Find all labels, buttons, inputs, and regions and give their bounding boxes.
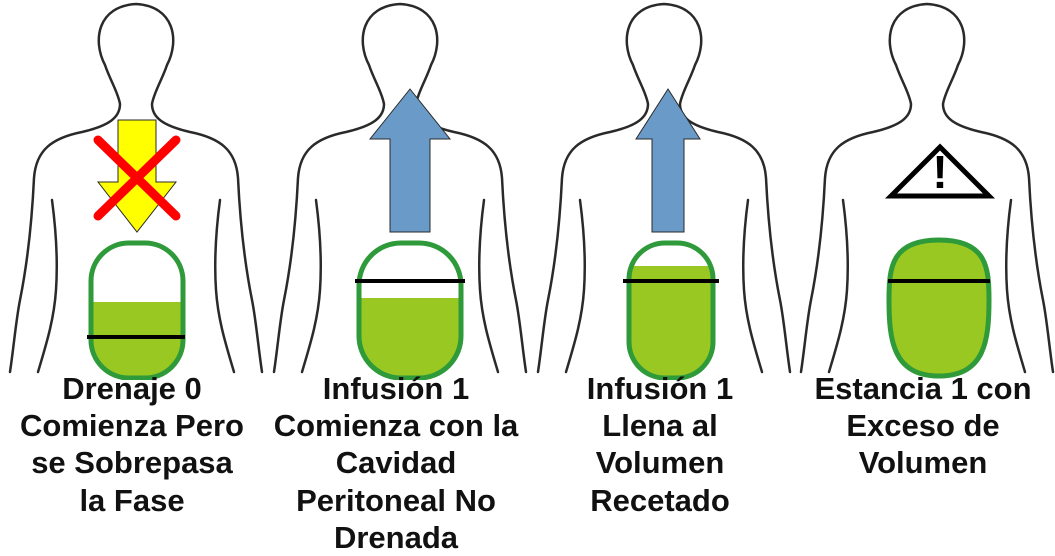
caption-line: Peritoneal No <box>296 482 496 518</box>
fluid-fill <box>886 237 992 379</box>
caption-line: Comienza Pero <box>20 408 244 444</box>
caption-fill-1-start: Infusión 1 Comienza con la Cavidad Perit… <box>264 370 528 556</box>
caption-line: Drenaje 0 <box>62 371 202 406</box>
caption-line: Infusión 1 <box>322 371 470 406</box>
caption-line: Drenada <box>333 519 459 555</box>
fluid-fill <box>631 266 711 376</box>
body-outline <box>8 2 264 374</box>
caption-line: Llena al <box>602 408 718 444</box>
peritoneal-container <box>623 240 719 380</box>
container-outline <box>626 240 716 380</box>
caption-line: Exceso de <box>846 408 1000 444</box>
warning-triangle-icon: ! <box>884 143 996 199</box>
caption-line: Volumen <box>858 445 988 481</box>
warning-exclamation: ! <box>932 146 947 198</box>
figure-fill-1-full <box>536 2 792 380</box>
up-arrow-icon <box>368 88 452 233</box>
fluid-fill <box>361 298 459 376</box>
panel-fill-1-start: Infusión 1 Comienza con la Cavidad Perit… <box>264 0 528 555</box>
body-outline <box>536 2 792 374</box>
panel-fill-1-full: Infusión 1 Llena al Volumen Recetado <box>528 0 792 552</box>
peritoneal-container <box>87 240 186 380</box>
figure-drain-0 <box>8 2 264 380</box>
warning-triangle <box>884 143 996 199</box>
caption-line: Comienza con la <box>273 408 519 444</box>
figure-dwell-1-overfill: ! <box>799 2 1055 379</box>
caption-drain-0: Drenaje 0 Comienza Pero se Sobrepasa la … <box>0 370 264 519</box>
body-outline <box>799 2 1055 374</box>
down-arrow-crossed-icon <box>93 119 181 233</box>
caption-line: Infusión 1 <box>586 371 734 406</box>
caption-line: Estancia 1 con <box>814 371 1032 406</box>
caption-line: la Fase <box>79 482 185 518</box>
panel-drain-0: Drenaje 0 Comienza Pero se Sobrepasa la … <box>0 0 264 552</box>
caption-line: Volumen <box>595 445 725 481</box>
peritoneal-container <box>886 237 992 379</box>
figure-fill-1-start <box>272 2 528 380</box>
container-outline <box>356 240 464 380</box>
panel-dwell-1-overfill: ! Estancia 1 con Exceso de Volumen <box>791 0 1055 552</box>
peritoneal-container <box>355 240 465 380</box>
container-outline <box>88 240 186 380</box>
caption-fill-1-full: Infusión 1 Llena al Volumen Recetado <box>528 370 792 519</box>
up-arrow-icon <box>635 88 701 233</box>
cross-stroke-b <box>93 135 181 221</box>
caption-dwell-1-overfill: Estancia 1 con Exceso de Volumen <box>791 370 1055 482</box>
caption-line: Recetado <box>590 482 730 518</box>
caption-line: Cavidad <box>335 445 457 481</box>
caption-line: se Sobrepasa <box>31 445 233 481</box>
